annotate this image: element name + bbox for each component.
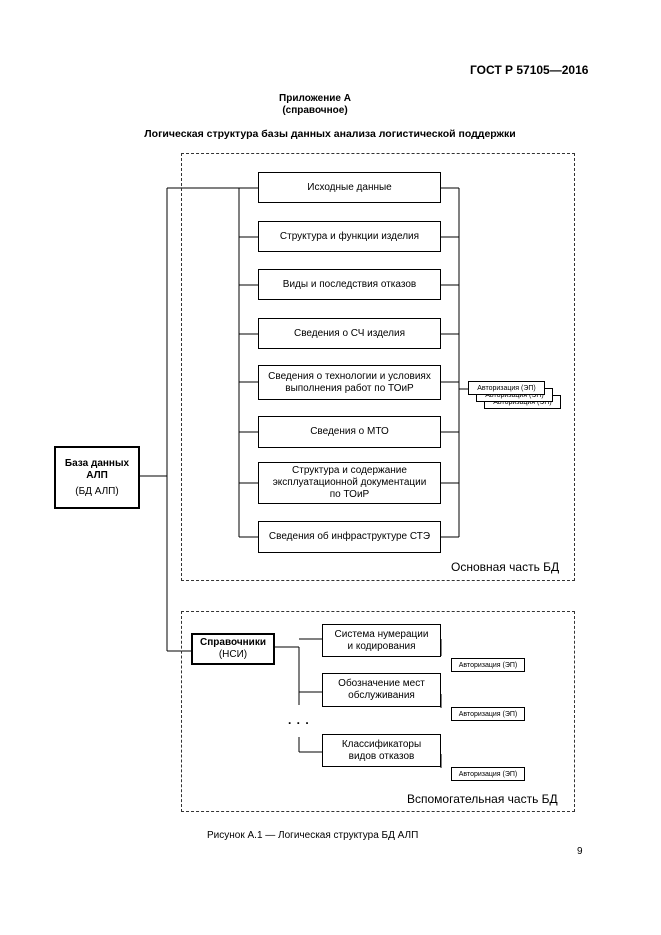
appendix-title: Приложение А [279, 93, 351, 104]
main-item-label: Сведения о технологии и условиях выполне… [268, 370, 431, 394]
auth-label: Авторизация (ЭП) [477, 384, 536, 392]
root-title-line2: АЛП [86, 469, 108, 481]
reference-box: Справочники (НСИ) [191, 633, 275, 665]
aux-item-label: Система нумерации и кодирования [334, 628, 429, 652]
aux-item-numbering: Система нумерации и кодирования [322, 624, 441, 657]
main-item-mto: Сведения о МТО [258, 416, 441, 448]
figure-heading: Логическая структура базы данных анализа… [144, 128, 516, 140]
main-item-source-data: Исходные данные [258, 172, 441, 203]
main-item-label: Сведения о МТО [310, 426, 389, 437]
ellipsis: . . . [288, 713, 310, 727]
main-item-label: Сведения об инфраструктуре СТЭ [268, 531, 431, 542]
main-item-infrastructure: Сведения об инфраструктуре СТЭ [258, 521, 441, 553]
main-item-structure: Структура и функции изделия [258, 221, 441, 252]
main-item-documentation: Структура и содержание эксплуатационной … [258, 462, 441, 504]
aux-auth-numbering: Авторизация (ЭП) [451, 658, 525, 672]
main-item-components: Сведения о СЧ изделия [258, 318, 441, 349]
aux-item-label: Обозначение мест обслуживания [338, 678, 425, 701]
auth-label: Авторизация (ЭП) [493, 398, 552, 406]
auth-label: Авторизация (ЭП) [458, 710, 518, 718]
main-item-technology: Сведения о технологии и условиях выполне… [258, 365, 441, 400]
figure-caption: Рисунок А.1 — Логическая структура БД АЛ… [207, 830, 419, 841]
main-section-label: Основная часть БД [451, 560, 560, 574]
main-item-label: Виды и последствия отказов [282, 278, 417, 290]
aux-auth-service-locations: Авторизация (ЭП) [451, 707, 525, 721]
appendix-subtitle: (справочное) [282, 105, 348, 116]
auth-label: Авторизация (ЭП) [458, 661, 518, 669]
reference-subtitle: (НСИ) [218, 649, 248, 660]
auth-box-stack-front: Авторизация (ЭП) [468, 381, 545, 395]
auth-label: Авторизация (ЭП) [485, 391, 544, 399]
aux-item-failure-classifiers: Классификаторы видов отказов [322, 734, 441, 767]
reference-title: Справочники [200, 637, 266, 648]
auth-label: Авторизация (ЭП) [458, 770, 518, 778]
root-title-line3: (БД АЛП) [75, 485, 119, 497]
main-item-label: Сведения о СЧ изделия [294, 327, 405, 339]
standard-number: ГОСТ Р 57105—2016 [470, 63, 589, 77]
aux-section-frame [181, 611, 575, 812]
main-item-failures: Виды и последствия отказов [258, 269, 441, 300]
main-item-label: Исходные данные [307, 181, 392, 193]
aux-item-service-locations: Обозначение мест обслуживания [322, 673, 441, 707]
root-database-box: База данных АЛП (БД АЛП) [54, 446, 140, 509]
page-number: 9 [577, 846, 583, 857]
main-item-label: Структура и функции изделия [279, 230, 420, 242]
main-section-frame [181, 153, 575, 581]
aux-auth-failure-classifiers: Авторизация (ЭП) [451, 767, 525, 781]
aux-item-label: Классификаторы видов отказов [341, 738, 422, 762]
aux-section-label: Вспомогательная часть БД [407, 792, 558, 806]
root-title-line1: База данных [64, 457, 130, 469]
main-item-label: Структура и содержание эксплуатационной … [272, 465, 427, 500]
